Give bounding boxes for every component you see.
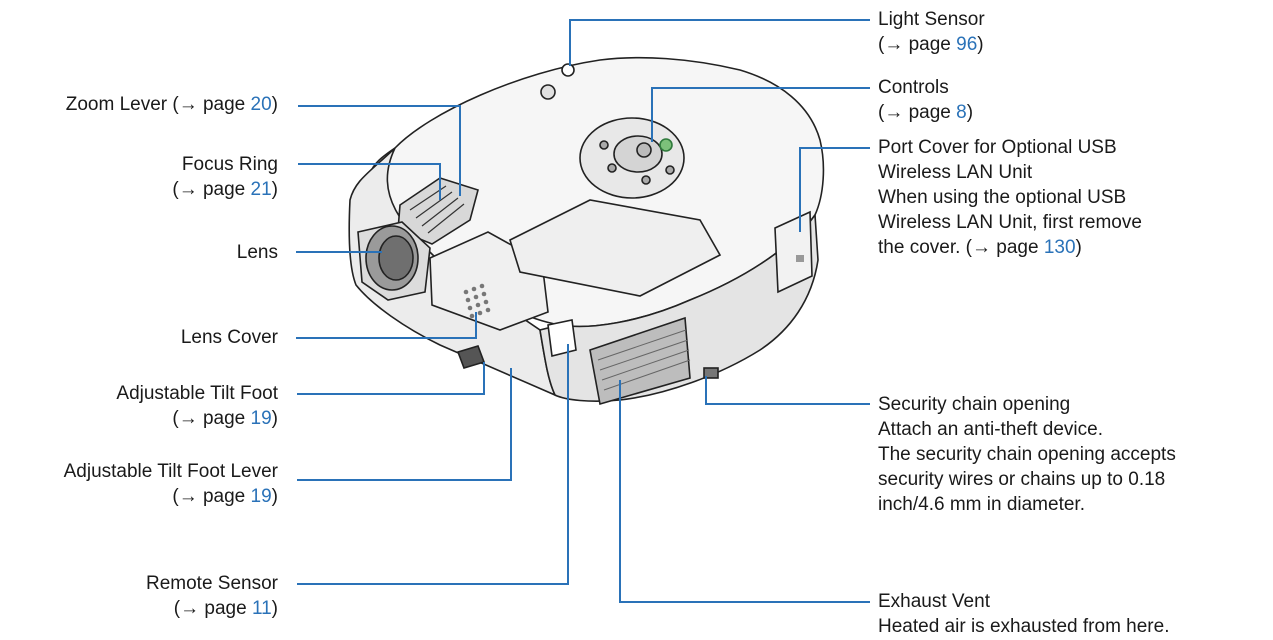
- focus-ring-ref-suffix: ): [272, 179, 278, 200]
- zoom-lever-title: Zoom Lever: [66, 94, 167, 115]
- port-cover-line4: Wireless LAN Unit, first remove: [878, 210, 1142, 235]
- controls-title: Controls: [878, 75, 973, 100]
- label-port-cover: Port Cover for Optional USB Wireless LAN…: [878, 135, 1142, 260]
- exhaust-vent-line2: Heated air is exhausted from here.: [878, 614, 1170, 639]
- label-light-sensor: Light Sensor (→ page 96): [878, 7, 985, 57]
- security-chain-line4: security wires or chains up to 0.18: [878, 467, 1176, 492]
- tilt-foot-lever-title: Adjustable Tilt Foot Lever: [64, 459, 278, 484]
- port-cover-page-link[interactable]: 130: [1044, 237, 1076, 258]
- remote-sensor-ref-prefix: (→ page: [174, 598, 252, 619]
- remote-sensor-page-link[interactable]: 11: [252, 598, 272, 619]
- lens-cover-title: Lens Cover: [181, 327, 278, 348]
- remote-sensor-window: [548, 320, 576, 356]
- port-cover-line5-prefix: the cover. (→ page: [878, 237, 1044, 258]
- port-cover-ref-suffix: ): [1076, 237, 1082, 258]
- label-controls: Controls (→ page 8): [878, 75, 973, 125]
- tilt-foot-lever-page-link[interactable]: 19: [251, 486, 272, 507]
- light-sensor-page-link[interactable]: 96: [956, 34, 977, 55]
- tilt-foot-lever-ref-suffix: ): [272, 486, 278, 507]
- focus-ring-page-link[interactable]: 21: [251, 179, 272, 200]
- controls-page-link[interactable]: 8: [956, 102, 967, 123]
- power-button-indicator: [660, 139, 672, 151]
- leader-tilt-foot-lever: [297, 368, 511, 480]
- label-tilt-foot-lever: Adjustable Tilt Foot Lever (→ page 19): [64, 459, 278, 509]
- port-cover-line3: When using the optional USB: [878, 185, 1142, 210]
- light-sensor-dot: [562, 64, 574, 76]
- security-chain-line5: inch/4.6 mm in diameter.: [878, 492, 1176, 517]
- lens-title: Lens: [237, 242, 278, 263]
- tilt-foot-title: Adjustable Tilt Foot: [116, 381, 278, 406]
- label-tilt-foot: Adjustable Tilt Foot (→ page 19): [116, 381, 278, 431]
- security-chain-line2: Attach an anti-theft device.: [878, 417, 1176, 442]
- focus-ring-ref-prefix: (→ page: [172, 179, 250, 200]
- projector-body: [349, 58, 823, 404]
- zoom-lever-ref-suffix: ): [272, 94, 278, 115]
- light-sensor-ref-suffix: ): [977, 34, 983, 55]
- zoom-lever-ref-prefix: (→ page: [172, 94, 250, 115]
- label-lens: Lens: [237, 240, 278, 265]
- controls-ref-suffix: ): [967, 102, 973, 123]
- port-cover-line1: Port Cover for Optional USB: [878, 135, 1142, 160]
- tilt-foot-lever-ref-prefix: (→ page: [172, 486, 250, 507]
- leader-tilt-foot: [297, 362, 484, 394]
- leader-exhaust-vent: [620, 380, 870, 602]
- label-lens-cover: Lens Cover: [181, 325, 278, 350]
- light-sensor-ref-prefix: (→ page: [878, 34, 956, 55]
- tilt-foot-ref-prefix: (→ page: [172, 408, 250, 429]
- port-cover-line2: Wireless LAN Unit: [878, 160, 1142, 185]
- focus-ring-title: Focus Ring: [172, 152, 278, 177]
- tilt-foot-ref-suffix: ): [272, 408, 278, 429]
- exhaust-vent-line1: Exhaust Vent: [878, 589, 1170, 614]
- remote-sensor-ref-suffix: ): [272, 598, 278, 619]
- leader-security-chain: [706, 376, 870, 404]
- remote-sensor-title: Remote Sensor: [146, 571, 278, 596]
- controls-ref-prefix: (→ page: [878, 102, 956, 123]
- security-chain-line3: The security chain opening accepts: [878, 442, 1176, 467]
- label-security-chain: Security chain opening Attach an anti-th…: [878, 392, 1176, 517]
- label-remote-sensor: Remote Sensor (→ page 11): [146, 571, 278, 621]
- security-chain-line1: Security chain opening: [878, 392, 1176, 417]
- tilt-foot-page-link[interactable]: 19: [251, 408, 272, 429]
- label-focus-ring: Focus Ring (→ page 21): [172, 152, 278, 202]
- zoom-lever-page-link[interactable]: 20: [251, 94, 272, 115]
- label-exhaust-vent: Exhaust Vent Heated air is exhausted fro…: [878, 589, 1170, 639]
- label-zoom-lever: Zoom Lever (→ page 20): [66, 92, 278, 117]
- light-sensor-title: Light Sensor: [878, 7, 985, 32]
